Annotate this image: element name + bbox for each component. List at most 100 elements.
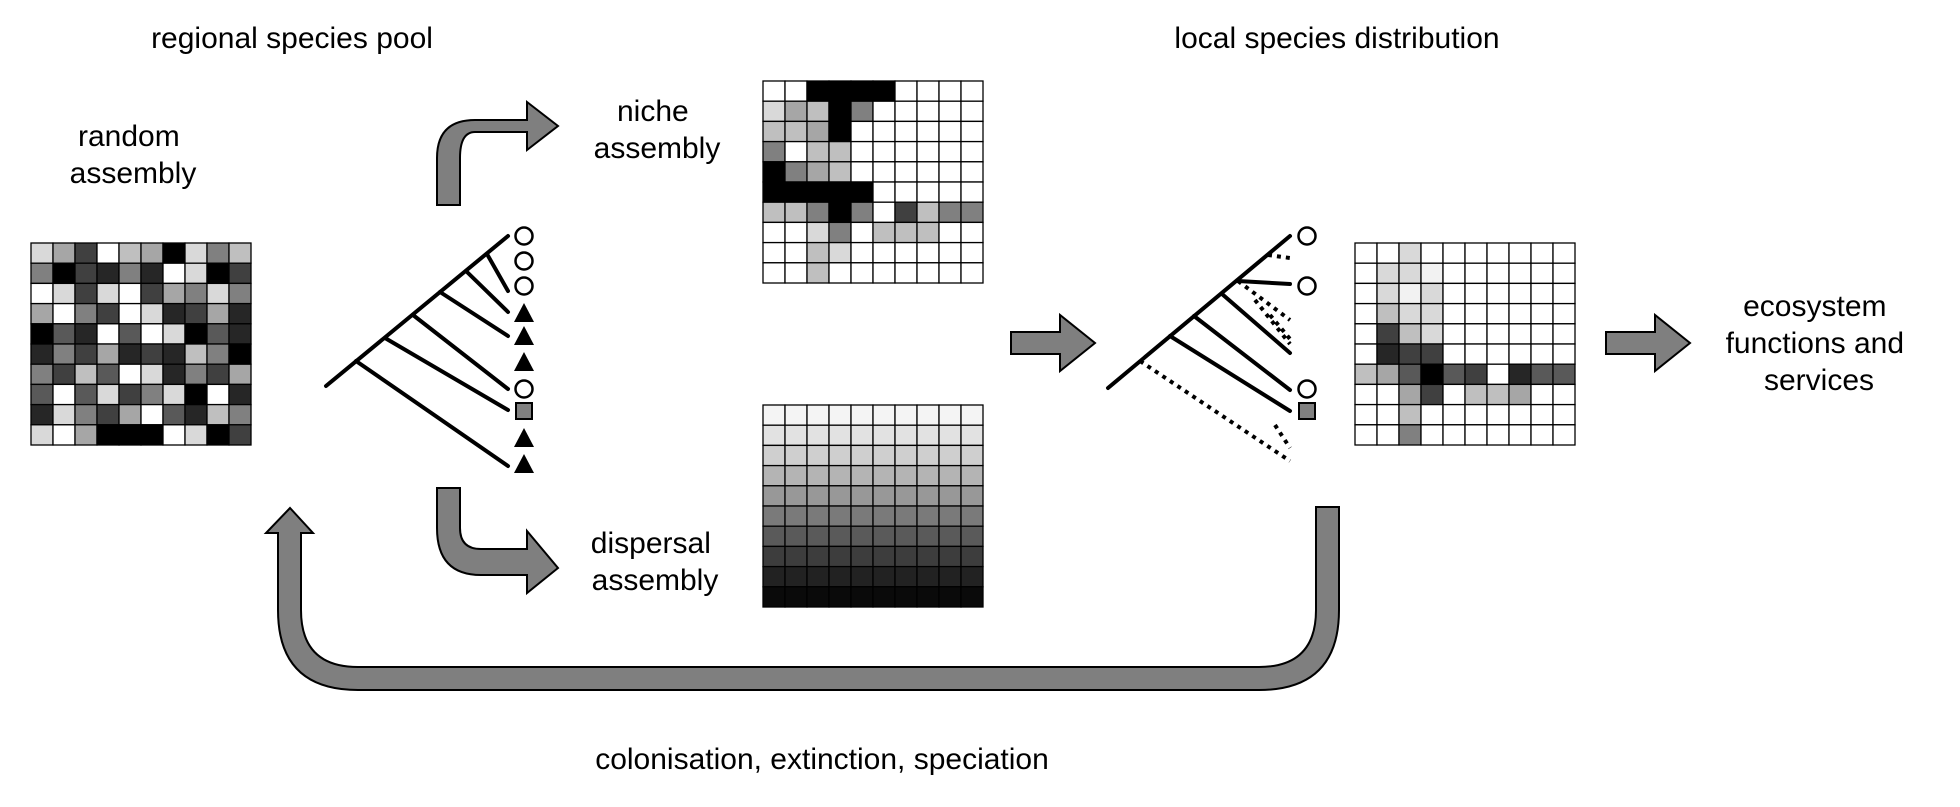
- grid-cell: [828, 201, 852, 224]
- grid-cell: [894, 565, 918, 588]
- grid-cell: [960, 201, 984, 224]
- grid-cell: [1486, 323, 1510, 345]
- grid-cell: [850, 404, 874, 426]
- grid-cell: [916, 140, 940, 163]
- grid-cell: [228, 302, 252, 325]
- tip-marker-circle: [1297, 276, 1317, 296]
- grid-cell: [96, 242, 120, 264]
- grid-cell: [1398, 282, 1422, 305]
- grid-cell: [1420, 302, 1444, 325]
- grid-cell: [784, 201, 808, 224]
- grid-cell: [828, 404, 852, 426]
- grid-cell: [1464, 343, 1488, 365]
- grid-cell: [894, 424, 918, 447]
- grid-cell: [916, 424, 940, 447]
- arrow-to-dispersal: [436, 487, 560, 596]
- grid-cell: [806, 404, 830, 426]
- grid-cell: [872, 404, 896, 426]
- grid-cell: [118, 282, 142, 305]
- grid-cell: [206, 424, 230, 446]
- grid-cell: [162, 383, 186, 406]
- grid-cell: [960, 424, 984, 447]
- grid-cell: [916, 586, 940, 608]
- grid-cell: [960, 120, 984, 143]
- grid-cell: [1486, 363, 1510, 386]
- grid-cell: [872, 140, 896, 163]
- grid-cell: [762, 100, 786, 123]
- grid-cell: [1508, 262, 1532, 285]
- grid-cell: [894, 120, 918, 143]
- grid-cell: [894, 100, 918, 123]
- grid-cell: [960, 586, 984, 608]
- grid-cell: [52, 242, 76, 264]
- grid-cell: [140, 262, 164, 285]
- grid-cell: [872, 262, 896, 284]
- grid-cell: [184, 302, 208, 325]
- grid-cell: [872, 505, 896, 527]
- grid-cell: [74, 282, 98, 305]
- grid-cell: [1398, 323, 1422, 345]
- grid-cell: [52, 262, 76, 285]
- grid-cell: [828, 424, 852, 447]
- random-assembly-grid: [30, 242, 252, 446]
- grid-cell: [806, 505, 830, 527]
- grid-cell: [938, 201, 962, 224]
- grid-cell: [762, 140, 786, 163]
- grid-cell: [1464, 363, 1488, 386]
- grid-cell: [806, 221, 830, 244]
- grid-cell: [30, 363, 54, 386]
- niche-assembly-label: niche assembly: [594, 95, 721, 165]
- grid-cell: [184, 262, 208, 285]
- grid-cell: [762, 505, 786, 527]
- grid-cell: [96, 302, 120, 325]
- grid-cell: [1508, 403, 1532, 426]
- feedback-loop-arrow: [263, 506, 1340, 691]
- grid-cell: [806, 100, 830, 123]
- grid-cell: [850, 120, 874, 143]
- grid-cell: [162, 282, 186, 305]
- grid-cell: [762, 80, 786, 102]
- grid-cell: [938, 181, 962, 203]
- grid-cell: [162, 302, 186, 325]
- grid-cell: [118, 403, 142, 426]
- grid-cell: [916, 444, 940, 467]
- grid-cell: [74, 302, 98, 325]
- grid-cell: [850, 201, 874, 224]
- grid-cell: [228, 343, 252, 365]
- grid-cell: [762, 201, 786, 224]
- grid-cell: [916, 181, 940, 203]
- grid-cell: [938, 161, 962, 183]
- grid-cell: [806, 586, 830, 608]
- grid-cell: [938, 525, 962, 548]
- grid-cell: [938, 120, 962, 143]
- grid-cell: [784, 262, 808, 284]
- grid-cell: [1354, 424, 1378, 446]
- grid-cell: [894, 181, 918, 203]
- grid-cell: [850, 444, 874, 467]
- grid-cell: [938, 565, 962, 588]
- grid-cell: [52, 424, 76, 446]
- grid-cell: [140, 242, 164, 264]
- dispersal-assembly-grid: [762, 404, 984, 608]
- grid-cell: [850, 100, 874, 123]
- grid-cell: [916, 505, 940, 527]
- grid-cell: [184, 424, 208, 446]
- grid-cell: [30, 302, 54, 325]
- grid-cell: [872, 80, 896, 102]
- grid-cell: [162, 424, 186, 446]
- grid-cell: [1508, 363, 1532, 386]
- regional-species-pool-label: regional species pool: [151, 22, 433, 55]
- grid-cell: [960, 262, 984, 284]
- grid-cell: [938, 100, 962, 123]
- grid-cell: [1376, 383, 1400, 406]
- grid-cell: [1420, 323, 1444, 345]
- grid-cell: [1530, 403, 1554, 426]
- grid-cell: [74, 323, 98, 345]
- grid-cell: [1398, 343, 1422, 365]
- grid-cell: [960, 100, 984, 123]
- grid-cell: [30, 323, 54, 345]
- local-distribution-grid: [1354, 242, 1576, 446]
- grid-cell: [850, 221, 874, 244]
- grid-cell: [960, 221, 984, 244]
- grid-cell: [1354, 403, 1378, 426]
